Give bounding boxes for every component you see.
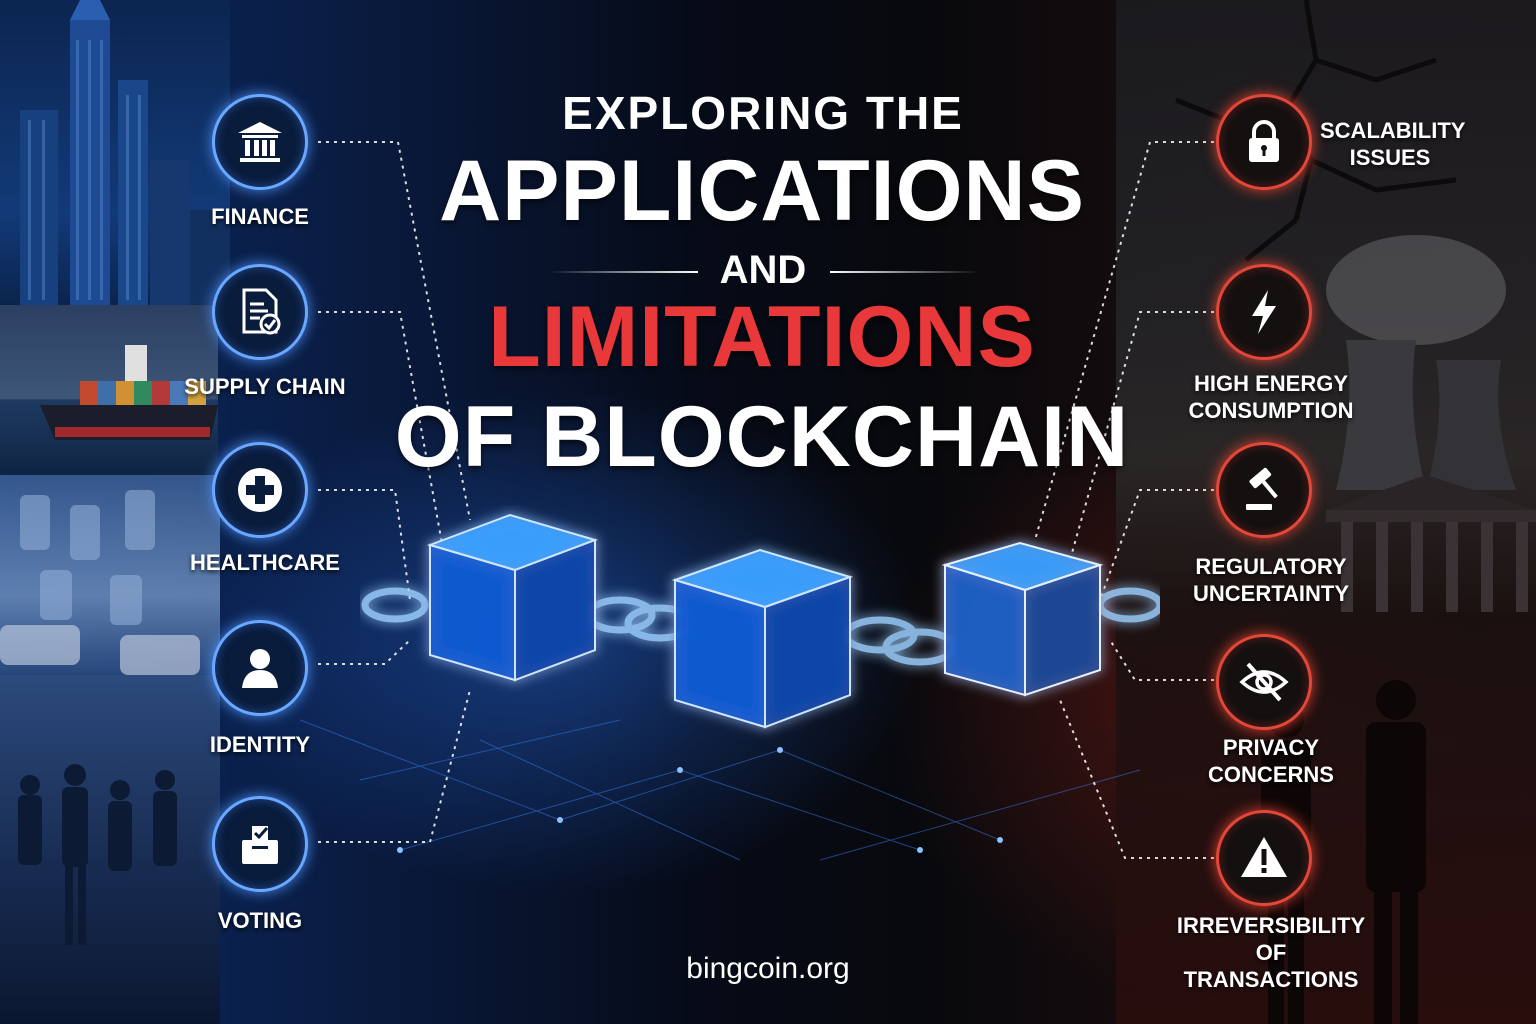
supply-chain-circle (212, 264, 308, 360)
title-line-applications: APPLICATIONS (439, 143, 1085, 239)
privacy-circle (1216, 634, 1312, 730)
document-check-icon (242, 288, 281, 335)
cooling-towers-graphic (1326, 235, 1516, 490)
label-finance: FINANCE (211, 204, 309, 229)
cargo-ship-photo (0, 305, 218, 475)
label-scalability: SCALABILITY ISSUES (1320, 117, 1466, 171)
label-energy-line1: HIGH ENERGY (1193, 371, 1349, 396)
eye-slash-icon (1239, 662, 1289, 702)
bank-icon (238, 122, 282, 162)
medical-cross-icon (238, 468, 282, 512)
label-privacy: PRIVACY CONCERNS (1196, 734, 1346, 788)
finance-circle (212, 94, 308, 190)
label-irreversibility-line2: OF TRANSACTIONS (1183, 940, 1359, 992)
block-cube-2 (671, 548, 854, 729)
label-scalability-line1: SCALABILITY (1320, 118, 1466, 143)
label-voting: VOTING (217, 908, 303, 933)
scalability-circle (1216, 94, 1312, 190)
medical-vials-photo (0, 475, 220, 675)
warning-triangle-icon (1241, 837, 1287, 877)
lightning-bolt-icon (1252, 290, 1276, 334)
divider-left (548, 271, 698, 273)
government-building-graphic (1326, 475, 1536, 612)
label-identity: IDENTITY (209, 732, 311, 757)
title-line-and: AND (719, 248, 807, 292)
label-irreversibility: IRREVERSIBILITY OF TRANSACTIONS (1171, 912, 1371, 993)
label-regulatory-line2: UNCERTAINTY (1192, 581, 1350, 606)
website-url: bingcoin.org (686, 952, 850, 985)
label-privacy-line2: CONCERNS (1208, 762, 1334, 787)
blockchain-blocks (361, 513, 1160, 729)
city-skyline-photo (0, 0, 230, 305)
label-regulatory-line1: REGULATORY (1195, 554, 1347, 579)
label-regulatory: REGULATORY UNCERTAINTY (1186, 553, 1356, 607)
divider-right (830, 271, 980, 273)
irreversibility-circle (1216, 810, 1312, 906)
regulatory-circle (1216, 442, 1312, 538)
padlock-icon (1249, 120, 1279, 162)
label-irreversibility-line1: IRREVERSIBILITY (1176, 913, 1366, 938)
title-line-limitations: LIMITATIONS (488, 289, 1036, 385)
identity-circle (212, 620, 308, 716)
title-line-of-blockchain: OF BLOCKCHAIN (394, 389, 1130, 485)
network-mesh-graphic (300, 719, 1141, 861)
gavel-icon (1246, 467, 1278, 510)
label-healthcare: HEALTHCARE (190, 550, 340, 575)
label-energy: HIGH ENERGY CONSUMPTION (1186, 370, 1356, 424)
ballot-box-icon (242, 826, 278, 864)
energy-circle (1216, 264, 1312, 360)
voting-circle (212, 796, 308, 892)
healthcare-circle (212, 442, 308, 538)
label-energy-line2: CONSUMPTION (1188, 398, 1354, 423)
label-supply-chain: SUPPLY CHAIN (184, 374, 346, 399)
label-scalability-line2: ISSUES (1349, 145, 1431, 170)
crowd-photo (0, 675, 220, 1024)
person-icon (242, 649, 278, 688)
block-cube-1 (426, 513, 599, 682)
block-cube-3 (941, 541, 1104, 697)
title-line-exploring: EXPLORING THE (562, 87, 964, 139)
label-privacy-line1: PRIVACY (1222, 735, 1320, 760)
